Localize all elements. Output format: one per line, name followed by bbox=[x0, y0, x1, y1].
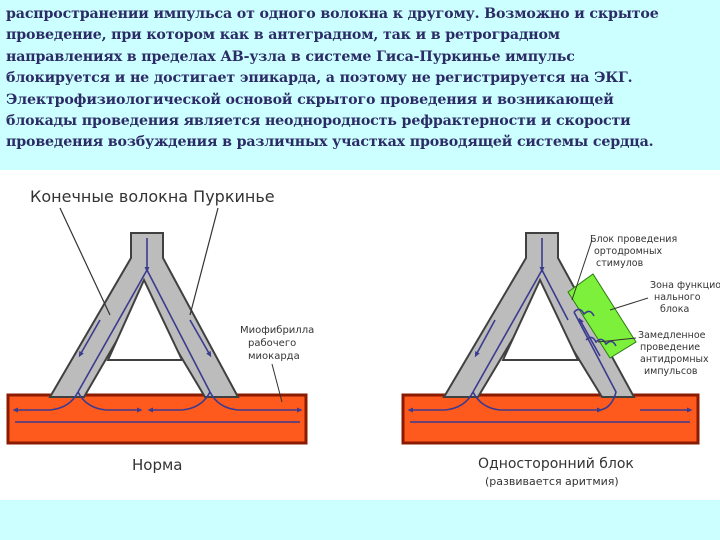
block-leader bbox=[571, 239, 593, 301]
myofibril-label: Миофибрилла рабочего миокарда bbox=[240, 325, 317, 362]
conduction-paths bbox=[407, 238, 693, 423]
myofibril-leader bbox=[271, 363, 283, 403]
fiber-gap bbox=[106, 277, 184, 361]
text-line: проведение, при котором как в антеградно… bbox=[6, 27, 560, 44]
orthodromic-block-label: Блок проведения ортодромных стимулов bbox=[590, 234, 680, 269]
title-leader bbox=[189, 207, 219, 316]
functional-block-zone bbox=[567, 273, 637, 359]
text-block: распространении импульса от одного волок… bbox=[6, 4, 714, 154]
normal-caption: Норма bbox=[132, 456, 183, 474]
functional-zone-label: Зона функцио- нального блока bbox=[650, 280, 720, 315]
title-leader bbox=[59, 207, 111, 316]
block-subcaption: (развивается аритмия) bbox=[485, 475, 619, 488]
text-line: блокируется и не достигает эпикарда, а п… bbox=[6, 70, 633, 87]
text-line: распространении импульса от одного волок… bbox=[6, 6, 659, 22]
purkinje-title: Конечные волокна Пуркинье bbox=[30, 187, 275, 206]
fiber-gap bbox=[501, 277, 580, 361]
block-diagram: Блок проведения ортодромных стимулов Зон… bbox=[401, 232, 720, 488]
myocardium-band bbox=[6, 393, 308, 445]
block-caption: Односторонний блок bbox=[478, 456, 634, 472]
slow-leader bbox=[597, 337, 637, 343]
myocardium-band bbox=[401, 393, 700, 445]
text-line: блокады проведения является неоднороднос… bbox=[6, 113, 631, 130]
zone-leader bbox=[609, 297, 649, 311]
text-line: проведения возбуждения в различных участ… bbox=[6, 134, 654, 151]
text-line: направлениях в пределах АВ-узла в систем… bbox=[6, 48, 575, 65]
normal-diagram: Конечные волокна Пуркинье Миофибрилла ра… bbox=[6, 187, 317, 474]
slowed-conduction-label: Замедленное проведение антидромных импул… bbox=[638, 330, 712, 377]
conduction-paths bbox=[12, 238, 303, 423]
purkinje-conduction-figure: Конечные волокна Пуркинье Миофибрилла ра… bbox=[0, 170, 720, 500]
text-line: Электрофизиологической основой скрытого … bbox=[6, 91, 614, 108]
